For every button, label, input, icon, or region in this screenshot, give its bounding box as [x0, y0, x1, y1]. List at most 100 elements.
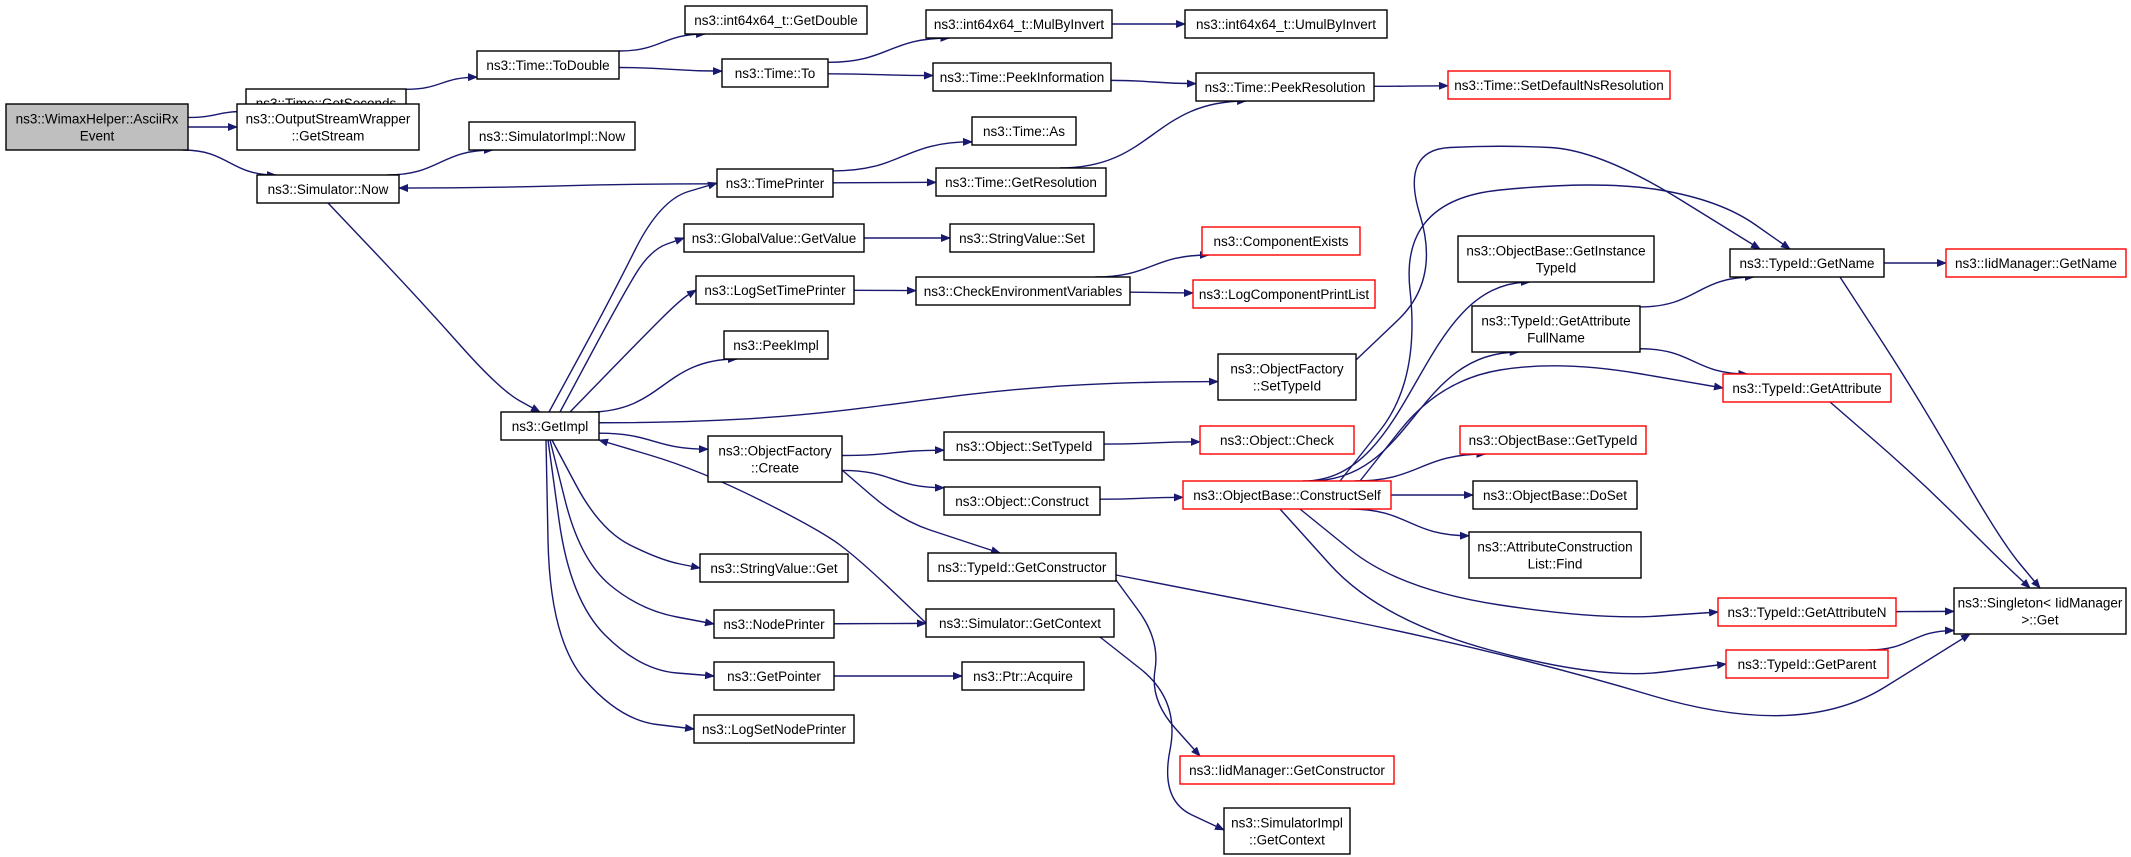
- node-box: [695, 275, 855, 305]
- node-objconstruct[interactable]: ns3::Object::Construct: [943, 486, 1101, 516]
- node-compexists[interactable]: ns3::ComponentExists: [1201, 226, 1361, 256]
- node-ofcreate[interactable]: ns3::ObjectFactory::Create: [707, 435, 843, 483]
- node-ptracquire[interactable]: ns3::Ptr::Acquire: [961, 661, 1085, 691]
- edge-timeto-to-mulbyinvert: [827, 34, 951, 64]
- node-logcompprint[interactable]: ns3::LogComponentPrintList: [1192, 279, 1376, 309]
- node-box: [943, 431, 1105, 461]
- node-obgettypeid[interactable]: ns3::ObjectBase::GetTypeId: [1459, 425, 1647, 455]
- node-nodeprinter[interactable]: ns3::NodePrinter: [713, 609, 835, 639]
- nodes-layer: ns3::WimaxHelper::AsciiRxEventns3::Time:…: [5, 5, 2127, 855]
- node-box: [1184, 9, 1388, 39]
- node-iidgetname[interactable]: ns3::IidManager::GetName: [1945, 248, 2127, 278]
- node-box: [1192, 279, 1376, 309]
- node-label: ns3::GlobalValue::GetValue: [692, 231, 857, 246]
- node-peekresolution[interactable]: ns3::Time::PeekResolution: [1195, 72, 1375, 102]
- node-tidgetparent[interactable]: ns3::TypeId::GetParent: [1725, 649, 1889, 679]
- node-simnow[interactable]: ns3::Simulator::Now: [256, 174, 400, 204]
- node-peekimpl[interactable]: ns3::PeekImpl: [723, 330, 829, 360]
- node-label: ns3::IidManager::GetName: [1955, 256, 2117, 271]
- edge-timeprinter-to-timeas: [832, 137, 973, 172]
- node-tidgetname[interactable]: ns3::TypeId::GetName: [1729, 248, 1885, 278]
- node-umulbyinvert[interactable]: ns3::int64x64_t::UmulByInvert: [1184, 9, 1388, 39]
- node-label: ::Create: [751, 461, 799, 476]
- node-peekinformation[interactable]: ns3::Time::PeekInformation: [932, 62, 1112, 92]
- node-setdefaultns[interactable]: ns3::Time::SetDefaultNsResolution: [1447, 70, 1671, 100]
- node-svget[interactable]: ns3::StringValue::Get: [699, 553, 849, 583]
- edge-obconstructself-to-tidgetattr: [1359, 365, 1724, 482]
- edge-ofcreate-to-objconstruct: [841, 469, 945, 492]
- node-box: [935, 167, 1107, 197]
- node-label: ns3::Time::As: [983, 124, 1065, 139]
- node-label: ns3::Time::PeekResolution: [1205, 80, 1366, 95]
- node-label: ns3::ObjectBase::DoSet: [1483, 488, 1627, 503]
- node-tidgetattrn[interactable]: ns3::TypeId::GetAttributeN: [1717, 597, 1897, 627]
- node-box: [1729, 248, 1885, 278]
- node-getdouble[interactable]: ns3::int64x64_t::GetDouble: [684, 5, 868, 35]
- node-timeprinter[interactable]: ns3::TimePrinter: [716, 168, 834, 198]
- node-getimpl[interactable]: ns3::GetImpl: [500, 411, 600, 441]
- node-label: TypeId: [1536, 261, 1577, 276]
- node-getresolution[interactable]: ns3::Time::GetResolution: [935, 167, 1107, 197]
- node-box: [500, 411, 600, 441]
- node-timeto[interactable]: ns3::Time::To: [721, 58, 829, 88]
- node-timeas[interactable]: ns3::Time::As: [971, 116, 1077, 146]
- node-checkenv[interactable]: ns3::CheckEnvironmentVariables: [915, 276, 1131, 306]
- node-box: [723, 330, 829, 360]
- node-label: ns3::int64x64_t::GetDouble: [694, 13, 858, 28]
- node-box: [971, 116, 1077, 146]
- node-objcheck[interactable]: ns3::Object::Check: [1199, 425, 1355, 455]
- node-iidgetconstructor[interactable]: ns3::IidManager::GetConstructor: [1179, 755, 1395, 785]
- node-simimplnow[interactable]: ns3::SimulatorImpl::Now: [468, 121, 636, 151]
- node-label: ns3::LogSetNodePrinter: [702, 722, 847, 737]
- edge-tidgetattrfull-to-tidgetname: [1639, 273, 1755, 308]
- node-todouble[interactable]: ns3::Time::ToDouble: [476, 50, 620, 80]
- node-simgetcontext[interactable]: ns3::Simulator::GetContext: [925, 608, 1115, 638]
- node-tidgetattr[interactable]: ns3::TypeId::GetAttribute: [1722, 373, 1892, 403]
- edge-ofsettypeid-to-tidgetname: [1355, 145, 1761, 361]
- node-objsettypeid[interactable]: ns3::Object::SetTypeId: [943, 431, 1105, 461]
- node-label: Event: [80, 129, 115, 144]
- node-ofsettypeid[interactable]: ns3::ObjectFactory::SetTypeId: [1217, 353, 1357, 401]
- node-box: [713, 609, 835, 639]
- node-label: ns3::Simulator::Now: [268, 182, 389, 197]
- node-label: ns3::AttributeConstruction: [1477, 540, 1632, 555]
- edge-obconstructself-to-obgetinstance: [1302, 278, 1531, 482]
- node-label: ns3::StringValue::Set: [959, 231, 1085, 246]
- node-box: [1717, 597, 1897, 627]
- edges-layer: [182, 20, 2041, 831]
- node-logsetnodeprinter[interactable]: ns3::LogSetNodePrinter: [693, 714, 855, 744]
- node-getpointer[interactable]: ns3::GetPointer: [713, 661, 835, 691]
- node-simimplgetcontext[interactable]: ns3::SimulatorImpl::GetContext: [1223, 807, 1351, 855]
- node-label: ns3::Singleton< IidManager: [1958, 596, 2123, 611]
- edge-timeprinter-to-simnow: [398, 183, 718, 193]
- node-label: ns3::ComponentExists: [1213, 234, 1348, 249]
- node-obconstructself[interactable]: ns3::ObjectBase::ConstructSelf: [1182, 480, 1392, 510]
- node-box: [1182, 480, 1392, 510]
- edge-tidgetattr-to-singletonget: [1829, 401, 2031, 589]
- node-label: ns3::WimaxHelper::AsciiRx: [16, 112, 179, 127]
- node-label: ns3::Time::GetResolution: [945, 175, 1097, 190]
- node-logsettimeprinter[interactable]: ns3::LogSetTimePrinter: [695, 275, 855, 305]
- node-box: [476, 50, 620, 80]
- node-box: [1179, 755, 1395, 785]
- node-gvgetvalue[interactable]: ns3::GlobalValue::GetValue: [683, 223, 865, 253]
- node-outputstream[interactable]: ns3::OutputStreamWrapper::GetStream: [236, 103, 420, 151]
- edge-simgetcontext-to-getimpl: [598, 438, 927, 624]
- node-svset[interactable]: ns3::StringValue::Set: [949, 223, 1095, 253]
- node-singletonget[interactable]: ns3::Singleton< IidManager>::Get: [1953, 587, 2127, 635]
- node-obdoset[interactable]: ns3::ObjectBase::DoSet: [1472, 480, 1638, 510]
- node-label: ns3::Time::PeekInformation: [940, 70, 1105, 85]
- node-label: ns3::Time::To: [735, 66, 816, 81]
- edge-getimpl-to-gvgetvalue: [559, 237, 685, 413]
- node-box: [1201, 226, 1361, 256]
- node-box: [256, 174, 400, 204]
- node-tidgetconstructor[interactable]: ns3::TypeId::GetConstructor: [927, 552, 1117, 582]
- node-box: [1472, 480, 1638, 510]
- node-box: [683, 223, 865, 253]
- node-mulbyinvert[interactable]: ns3::int64x64_t::MulByInvert: [925, 9, 1113, 39]
- node-label: ns3::SimulatorImpl::Now: [479, 129, 626, 144]
